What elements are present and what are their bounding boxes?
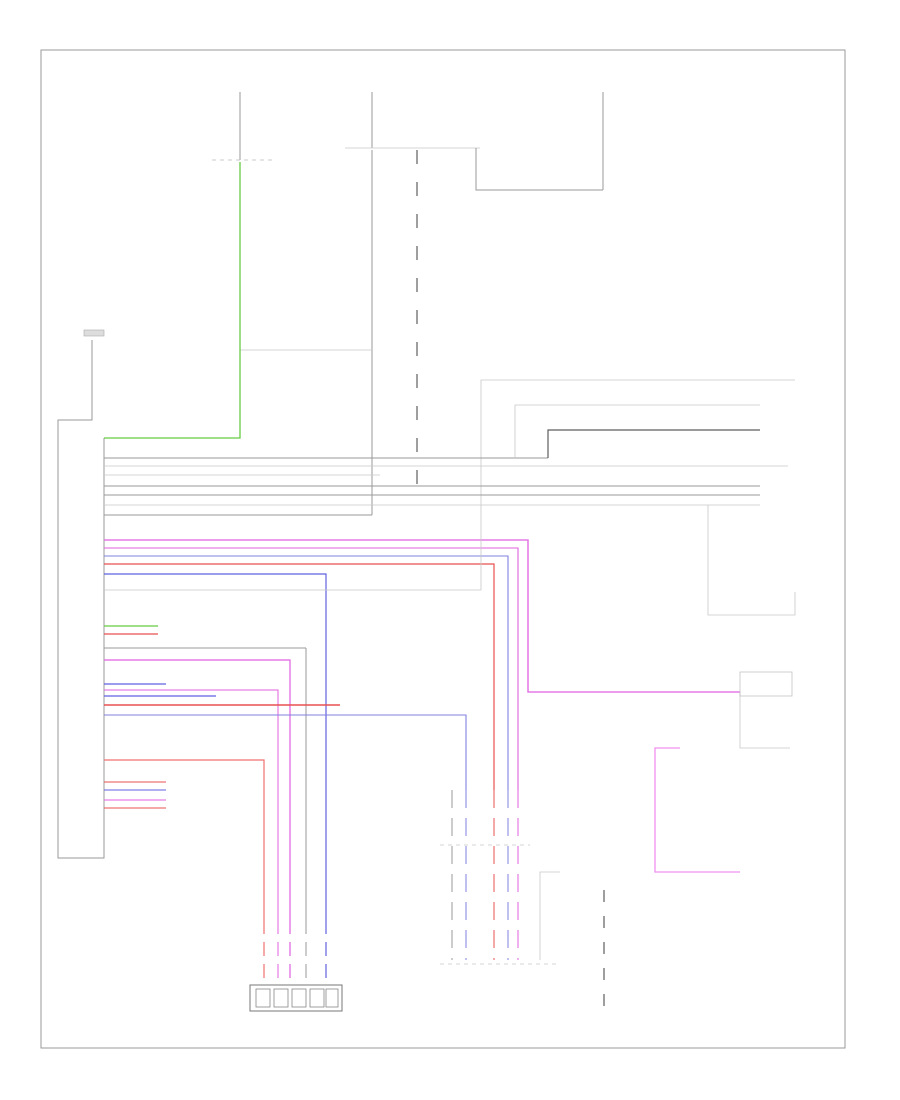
wire-bundle-gray (104, 457, 788, 516)
bottom-left-connector (249, 920, 343, 1012)
mid-bundle (440, 790, 560, 965)
wire-magenta-2 (104, 547, 519, 790)
left-module (57, 329, 105, 859)
wire-pink-loop (654, 747, 740, 873)
top-source-mid (345, 92, 480, 149)
wire-green (104, 162, 241, 439)
wire-red-1 (104, 563, 495, 790)
top-source-left (212, 92, 272, 161)
diagram-frame (40, 49, 846, 1049)
wire-magenta-1 (104, 539, 740, 693)
wire-blue-2 (104, 573, 327, 920)
wire-blue-1 (104, 555, 509, 790)
